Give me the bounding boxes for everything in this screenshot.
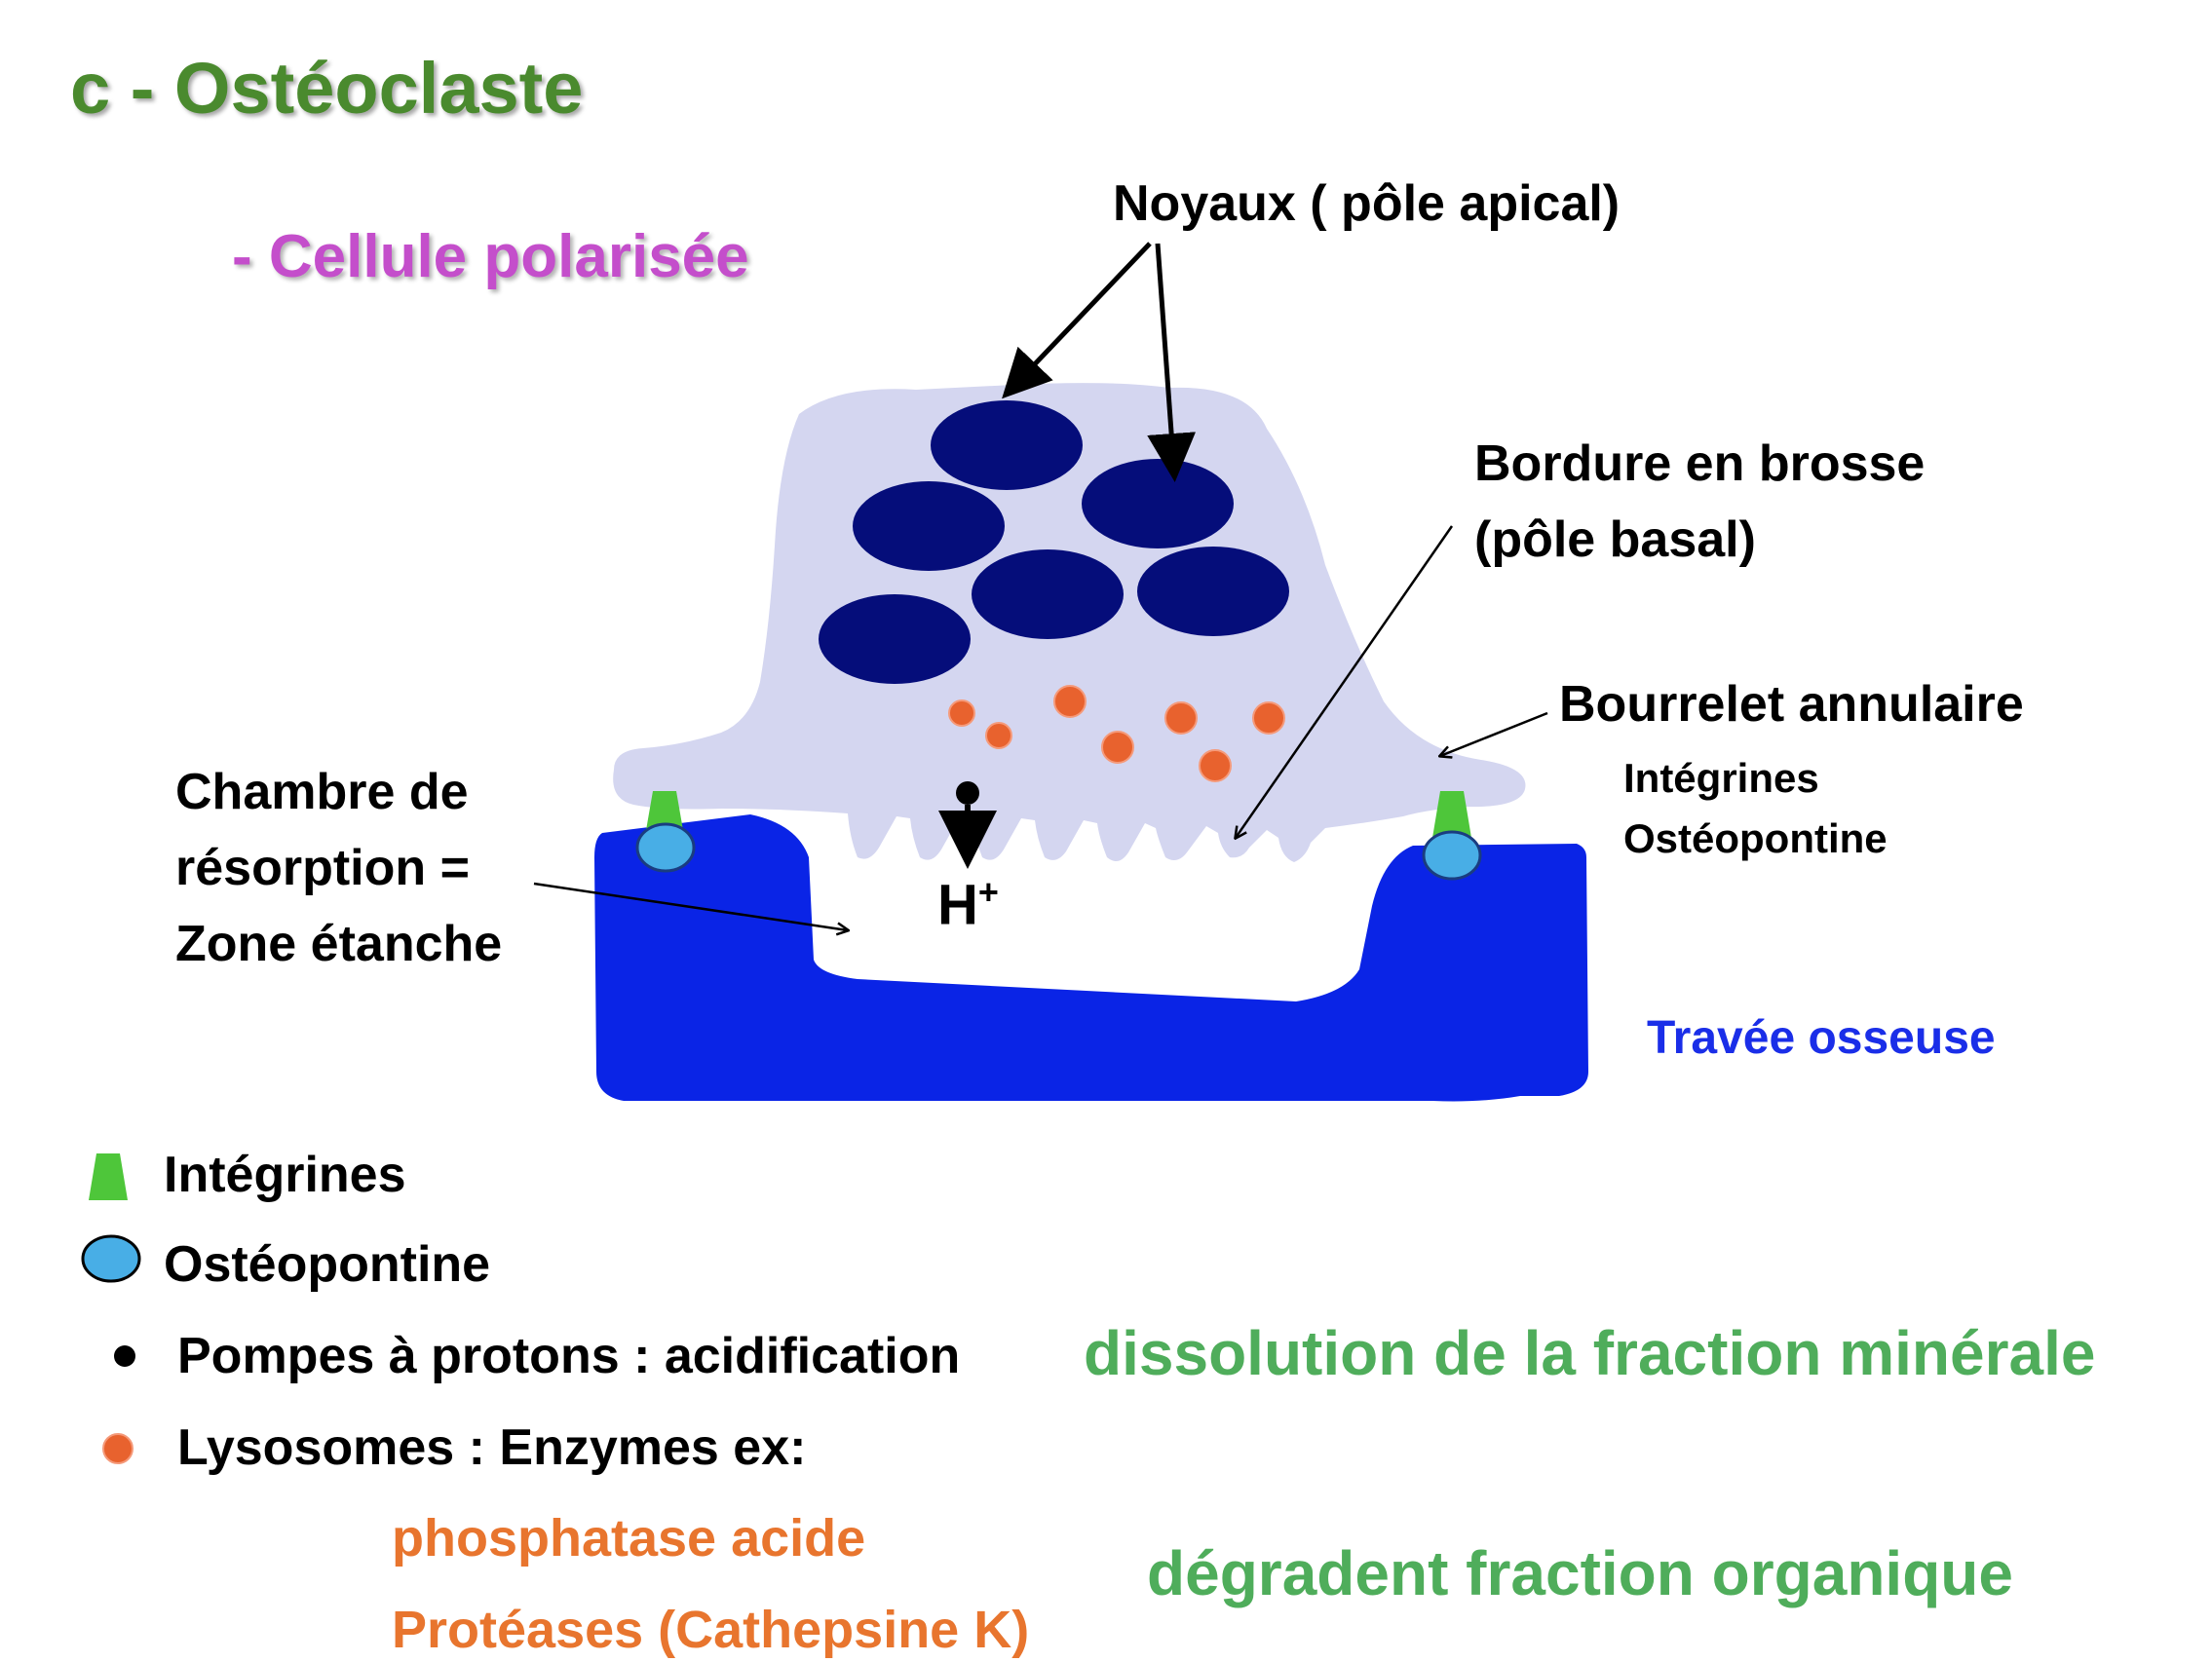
label-integrines: Intégrines xyxy=(1623,755,1819,801)
h-plus-base: H xyxy=(937,873,978,937)
nucleus xyxy=(1137,547,1289,636)
label-chambre-line3: Zone étanche xyxy=(175,916,503,972)
lysosome xyxy=(1252,701,1285,735)
nucleus xyxy=(1082,459,1234,548)
bourrelet-pointer xyxy=(1440,711,1548,756)
lysosome xyxy=(948,699,975,727)
label-noyaux: Noyaux ( pôle apical) xyxy=(1113,175,1621,232)
page-title: c - Ostéoclaste xyxy=(70,48,584,129)
label-bourrelet: Bourrelet annulaire xyxy=(1559,676,2024,733)
nucleus xyxy=(853,481,1005,571)
subtitle: - Cellule polarisée xyxy=(232,223,749,290)
legend-osteopontine: Ostéopontine xyxy=(164,1236,491,1293)
note-organic: dégradent fraction organique xyxy=(1147,1538,2013,1608)
enzyme-phosphatase: phosphatase acide xyxy=(392,1509,866,1568)
label-travee: Travée osseuse xyxy=(1647,1012,1996,1064)
lysosome xyxy=(1101,731,1134,764)
noyaux-arrow-1 xyxy=(1002,242,1152,399)
lysosome-icon xyxy=(102,1433,133,1464)
osteopontine-icon xyxy=(81,1234,141,1283)
lysosomes xyxy=(948,685,1285,782)
bordure-pointer xyxy=(1236,525,1454,838)
legend-integrines: Intégrines xyxy=(164,1147,406,1203)
label-bordure-line1: Bordure en brosse xyxy=(1474,435,1926,492)
osteopontine-right xyxy=(1422,830,1482,881)
integrine-right xyxy=(1432,791,1471,838)
legend-lysosomes: Lysosomes : Enzymes ex: xyxy=(177,1419,807,1476)
lysosome xyxy=(985,722,1012,749)
integrine-icon xyxy=(89,1153,128,1200)
proton-pump-icon xyxy=(114,1345,135,1367)
label-bordure-line2: (pôle basal) xyxy=(1474,511,1756,568)
nucleus xyxy=(931,400,1083,490)
lysosome xyxy=(1199,749,1232,782)
nucleus xyxy=(972,549,1124,639)
nucleus xyxy=(819,594,971,684)
label-chambre-line1: Chambre de xyxy=(175,764,469,820)
proton-pump xyxy=(956,781,979,805)
enzyme-proteases: Protéases (Cathepsine K) xyxy=(392,1601,1030,1659)
noyaux-arrow-2 xyxy=(1147,243,1197,482)
chambre-pointer xyxy=(533,882,848,930)
lysosome xyxy=(1164,701,1198,735)
label-osteopontine: Ostéopontine xyxy=(1623,815,1888,861)
label-chambre-line2: résorption = xyxy=(175,840,470,896)
osteopontine-left xyxy=(635,822,696,873)
note-mineral: dissolution de la fraction minérale xyxy=(1084,1318,2096,1388)
lysosome xyxy=(1053,685,1087,718)
bone-trabecula xyxy=(594,814,1588,1102)
h-plus-sup: + xyxy=(977,872,999,912)
label-h-plus: H+ xyxy=(937,872,999,937)
legend-proton-pumps: Pompes à protons : acidification xyxy=(177,1328,961,1384)
